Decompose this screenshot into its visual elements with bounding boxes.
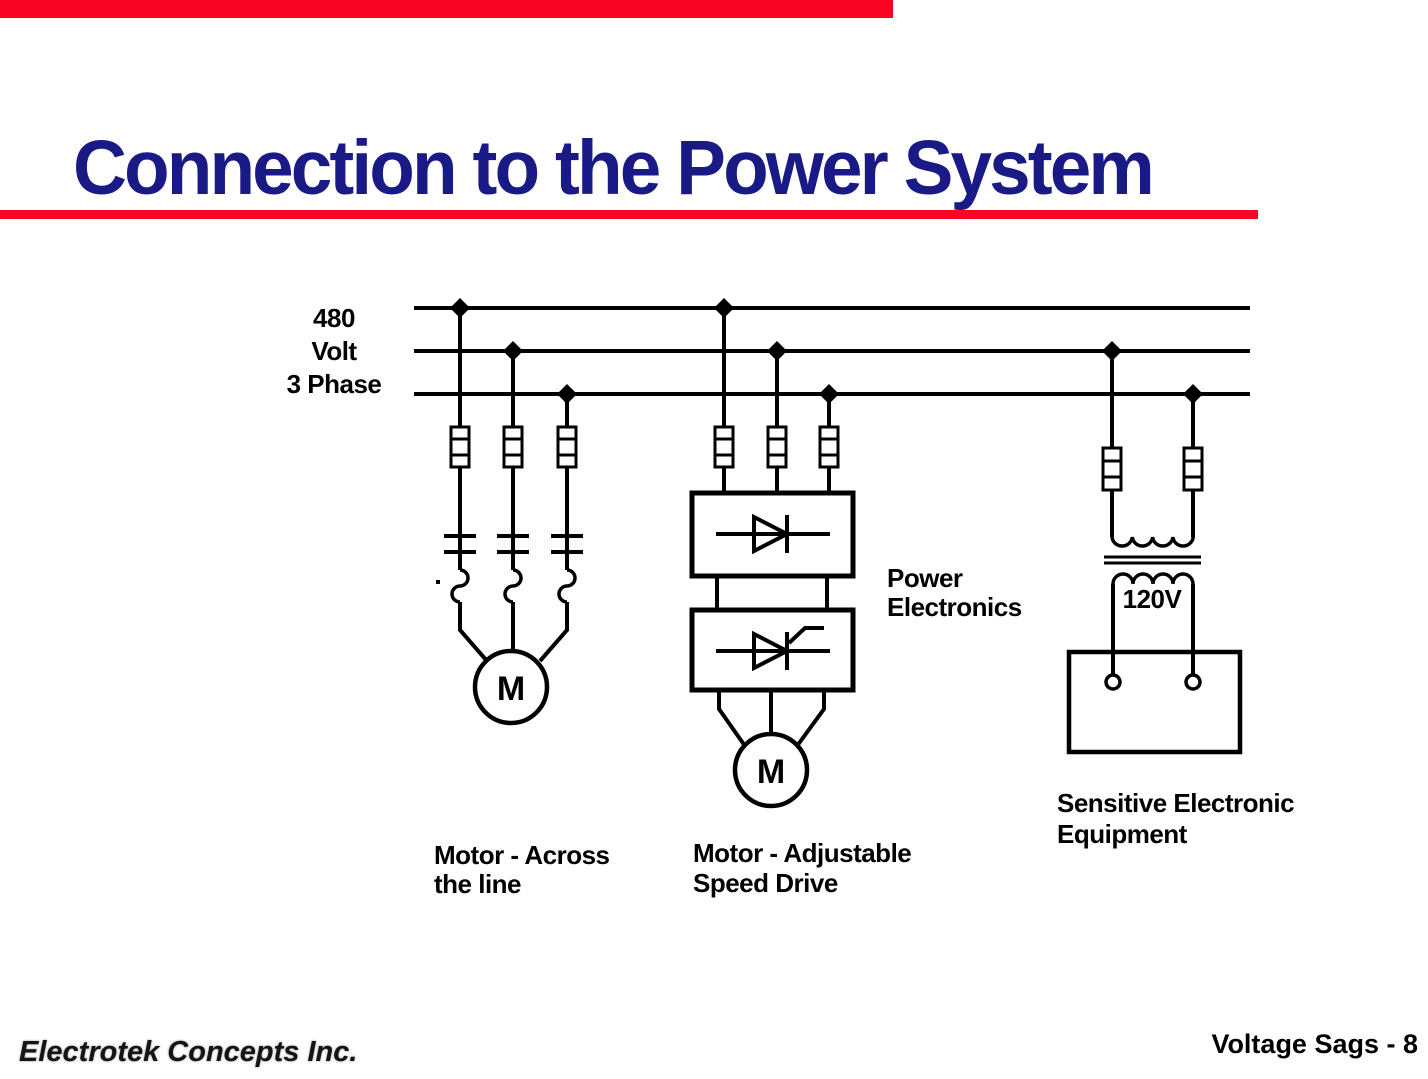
motor-asd-label-line1: Motor - Adjustable xyxy=(693,838,911,868)
power-electronics-label-line1: Power xyxy=(887,563,963,593)
fuse-icon xyxy=(1182,446,1204,492)
motor-circle xyxy=(472,648,550,726)
sensitive-equipment-label: Sensitive Electronic Equipment xyxy=(1057,788,1295,849)
transformer-voltage-label: 120V xyxy=(1123,584,1183,614)
motor-asd-label: Motor - Adjustable Speed Drive xyxy=(693,838,912,898)
fuse-icon xyxy=(1101,446,1123,492)
bus-label-line3: 3 Phase xyxy=(287,369,382,399)
motor-across-label-line1: Motor - Across xyxy=(434,840,610,870)
fuse-icon xyxy=(818,425,840,469)
motor-lead xyxy=(795,690,826,748)
sensitive-equipment-box xyxy=(1066,649,1243,755)
motor-across-label-line2: the line xyxy=(434,869,521,899)
motor-asd-label-line2: Speed Drive xyxy=(693,868,838,898)
transformer-icon xyxy=(1104,536,1201,585)
footer-page-number: Voltage Sags - 8 xyxy=(1211,1029,1418,1059)
fuse-icon xyxy=(766,425,788,469)
sensitive-equipment-branch xyxy=(1066,351,1243,755)
footer-company: Electrotek Concepts Inc. xyxy=(19,1036,358,1068)
terminal-icon xyxy=(1104,673,1122,691)
bus-label-line2: Volt xyxy=(311,336,357,366)
motor-across-branch xyxy=(436,308,583,726)
power-electronics-label-line2: Electronics xyxy=(887,592,1022,622)
fuse-icon xyxy=(556,425,578,469)
terminal-icon xyxy=(1184,673,1202,691)
top-red-bar xyxy=(0,0,893,18)
motor-lead xyxy=(538,602,569,663)
bus-lines xyxy=(414,306,1250,396)
slide-title: Connection to the Power System xyxy=(73,125,1155,211)
contactor-icon xyxy=(444,534,476,554)
motor2-letter: M xyxy=(757,753,785,791)
motor-lead xyxy=(717,690,747,748)
overload-coil-icon xyxy=(557,568,577,604)
contactor-icon xyxy=(551,534,583,554)
sensitive-label-line2: Equipment xyxy=(1057,819,1188,849)
motor-circle xyxy=(732,731,810,809)
stray-dot xyxy=(436,580,440,584)
motor-lead xyxy=(458,602,489,663)
fuse-icon xyxy=(449,425,471,469)
fuse-icon xyxy=(502,425,524,469)
diode-icon xyxy=(716,513,830,555)
asd-branch xyxy=(689,308,856,809)
sensitive-label-line1: Sensitive Electronic xyxy=(1057,788,1294,818)
thyristor-icon xyxy=(716,626,830,672)
bus-voltage-label: 480 Volt 3 Phase xyxy=(287,303,382,399)
bus-label-line1: 480 xyxy=(313,303,355,333)
fuse-icon xyxy=(713,425,735,469)
title-underline xyxy=(0,210,1258,219)
transformer-primary-winding xyxy=(1110,536,1195,548)
rectifier-box xyxy=(689,490,856,579)
motor1-letter: M xyxy=(497,670,525,708)
motor-across-label: Motor - Across the line xyxy=(434,840,610,899)
transformer-secondary-winding xyxy=(1111,572,1195,585)
overload-coil-icon xyxy=(450,568,470,604)
overload-coil-icon xyxy=(503,568,523,604)
contactor-icon xyxy=(497,534,529,554)
power-electronics-label: Power Electronics xyxy=(887,563,1022,622)
